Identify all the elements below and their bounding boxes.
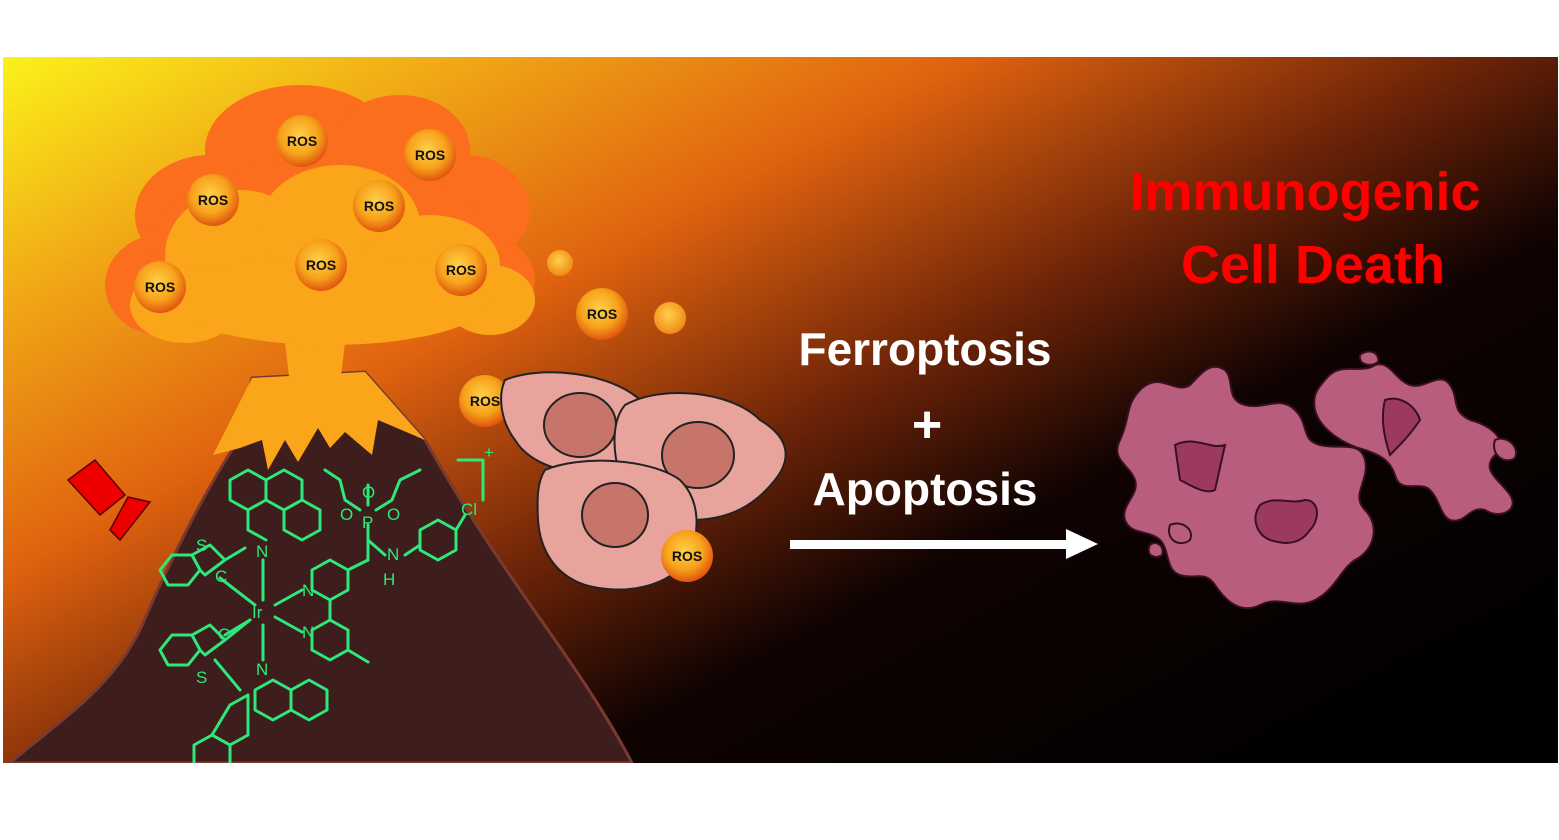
atom-o: O bbox=[340, 505, 353, 524]
tumor-cells bbox=[500, 371, 787, 591]
atom-c: C bbox=[215, 567, 227, 586]
atom-p: P bbox=[362, 513, 373, 532]
ros-droplet bbox=[654, 302, 686, 334]
ros-bubble: ROS bbox=[276, 115, 328, 167]
atom-s: S bbox=[196, 536, 207, 555]
atom-n: N bbox=[302, 581, 314, 600]
charge-sign: + bbox=[484, 443, 494, 462]
ros-label: ROS bbox=[415, 147, 445, 163]
atom-o: O bbox=[362, 483, 375, 502]
cell-nucleus bbox=[543, 392, 617, 458]
atom-s: S bbox=[196, 668, 207, 687]
ros-label: ROS bbox=[587, 306, 617, 322]
iridium-complex: Ir N N N N N H C C S S P O O O Cl + bbox=[158, 443, 494, 763]
dead-cell-fragment bbox=[1493, 437, 1517, 462]
outcome-title-line1: Immunogenic bbox=[1129, 162, 1480, 222]
ros-label: ROS bbox=[470, 393, 500, 409]
ros-label: ROS bbox=[446, 262, 476, 278]
dead-cell-fragment bbox=[1358, 350, 1380, 366]
dead-cell bbox=[1116, 365, 1375, 610]
ros-bubble: ROS bbox=[459, 375, 511, 427]
red-light-icon bbox=[66, 458, 152, 542]
ros-label: ROS bbox=[145, 279, 175, 295]
ros-bubbles: ROS ROS ROS ROS ROS ROS ROS ROS ROS bbox=[134, 115, 686, 427]
ros-bubble: ROS bbox=[404, 129, 456, 181]
ros-label: ROS bbox=[672, 548, 702, 564]
cell-nucleus bbox=[581, 482, 649, 548]
atom-n: N bbox=[302, 623, 314, 642]
cell-nucleus bbox=[661, 421, 735, 489]
ros-label: ROS bbox=[364, 198, 394, 214]
atom-o: O bbox=[387, 505, 400, 524]
dead-cell-nucleus bbox=[1381, 397, 1422, 457]
dead-cell-fragment bbox=[1147, 542, 1164, 558]
process-plus-sign: + bbox=[912, 396, 942, 454]
ros-bubble: ROS bbox=[134, 261, 186, 313]
volcano-lava bbox=[213, 372, 425, 470]
ros-bubble: ROS bbox=[187, 174, 239, 226]
ros-label: ROS bbox=[306, 257, 336, 273]
ros-bubble: ROS bbox=[661, 530, 713, 582]
ros-bubble: ROS bbox=[295, 239, 347, 291]
atom-c: C bbox=[218, 625, 230, 644]
process-label-apoptosis: Apoptosis bbox=[813, 463, 1038, 515]
dead-cell-fragment bbox=[1168, 522, 1192, 545]
dead-cell bbox=[1313, 363, 1514, 522]
atom-n: N bbox=[387, 545, 399, 564]
atom-cl: Cl bbox=[461, 500, 477, 519]
ros-label: ROS bbox=[198, 192, 228, 208]
atom-n: N bbox=[256, 660, 268, 679]
ros-droplet bbox=[547, 250, 573, 276]
atom-n: N bbox=[256, 542, 268, 561]
outcome-title-line2: Cell Death bbox=[1181, 235, 1445, 295]
right-arrow-icon bbox=[790, 529, 1098, 559]
atom-h: H bbox=[383, 570, 395, 589]
ros-bubble: ROS bbox=[435, 244, 487, 296]
ros-bubble: ROS bbox=[353, 180, 405, 232]
ros-label: ROS bbox=[287, 133, 317, 149]
process-label-ferroptosis: Ferroptosis bbox=[798, 323, 1051, 375]
dead-cells bbox=[1116, 350, 1517, 610]
atom-ir: Ir bbox=[252, 603, 263, 622]
ros-bubble: ROS bbox=[576, 288, 628, 340]
dead-cell-nucleus bbox=[1254, 498, 1318, 544]
dead-cell-nucleus bbox=[1173, 440, 1227, 493]
